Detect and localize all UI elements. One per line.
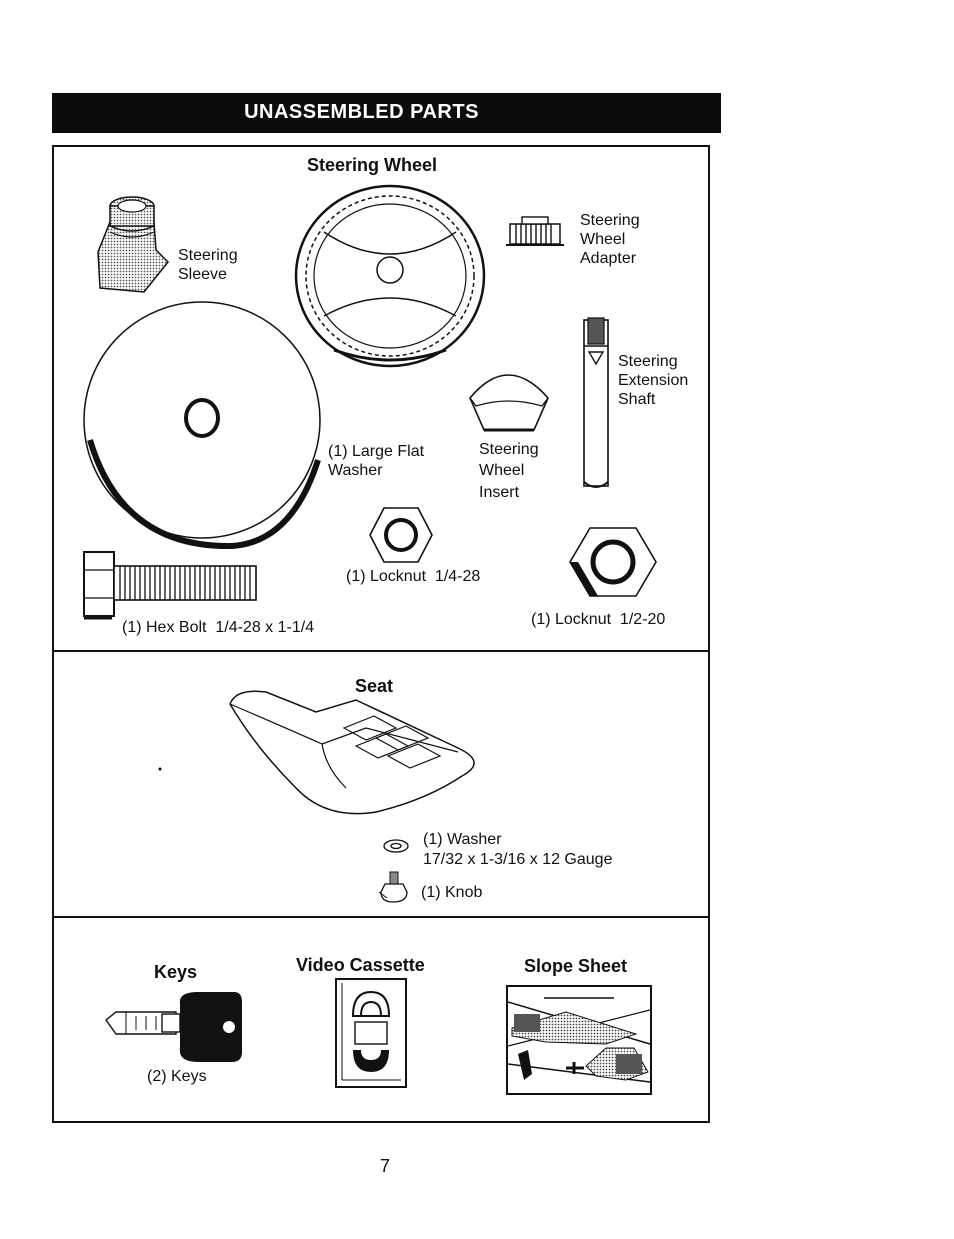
adapter-label-line2: Wheel [580,231,626,248]
steering-sleeve-label-line2: Sleeve [178,266,227,283]
large-flat-washer-illustration [83,301,321,550]
steering-wheel-illustration [294,184,486,368]
video-cassette-heading: Video Cassette [296,955,425,975]
shaft-label-line3: Shaft [618,391,656,408]
shaft-label-line1: Steering [618,353,678,370]
parts-frame [52,145,710,1123]
steering-sleeve-label-line1: Steering [178,247,238,264]
washer-icon [383,839,409,853]
adapter-label-line3: Adapter [580,250,637,267]
locknut-large-label: (1) Locknut 1/2-20 [531,611,666,628]
insert-label-line1: Steering [479,441,539,458]
keys-label: (2) Keys [147,1068,207,1085]
seat-illustration [229,690,475,815]
steering-wheel-heading: Steering Wheel [307,155,438,175]
large-flat-washer-label-line2: Washer [328,462,383,479]
video-cassette-illustration [335,978,407,1088]
washer-label-line1: (1) Washer [423,831,502,848]
slope-sheet-heading: Slope Sheet [524,956,628,976]
keys-illustration [105,992,242,1062]
insert-label-line2: Wheel [479,462,525,479]
section-divider-2 [52,916,710,918]
seat-heading: Seat [355,676,394,696]
shaft-label-line2: Extension [618,372,689,389]
adapter-label-line1: Steering [580,212,640,229]
hex-bolt-label: (1) Hex Bolt 1/4-28 x 1-1/4 [122,619,315,636]
steering-wheel-insert-illustration [469,374,549,432]
insert-label-line3: Insert [479,484,520,501]
knob-label: (1) Knob [421,884,483,901]
steering-extension-shaft-illustration [583,317,609,488]
steering-sleeve-illustration [97,196,170,293]
steering-wheel-adapter-illustration [506,216,564,246]
hex-bolt-illustration [83,551,257,620]
knob-icon [378,871,408,903]
page-number: 7 [379,1156,390,1176]
section-divider-1 [52,650,710,652]
slope-sheet-illustration [506,985,652,1095]
page-title: UNASSEMBLED PARTS [244,101,479,123]
locknut-small-illustration [369,507,433,563]
washer-label-line2: 17/32 x 1-3/16 x 12 Gauge [423,851,613,868]
large-flat-washer-label-line1: (1) Large Flat [328,443,425,460]
seat-mark-dot [158,767,162,771]
locknut-large-illustration [569,527,657,597]
title-banner: UNASSEMBLED PARTS [52,93,721,133]
locknut-small-label: (1) Locknut 1/4-28 [346,568,481,585]
keys-heading: Keys [154,962,198,982]
